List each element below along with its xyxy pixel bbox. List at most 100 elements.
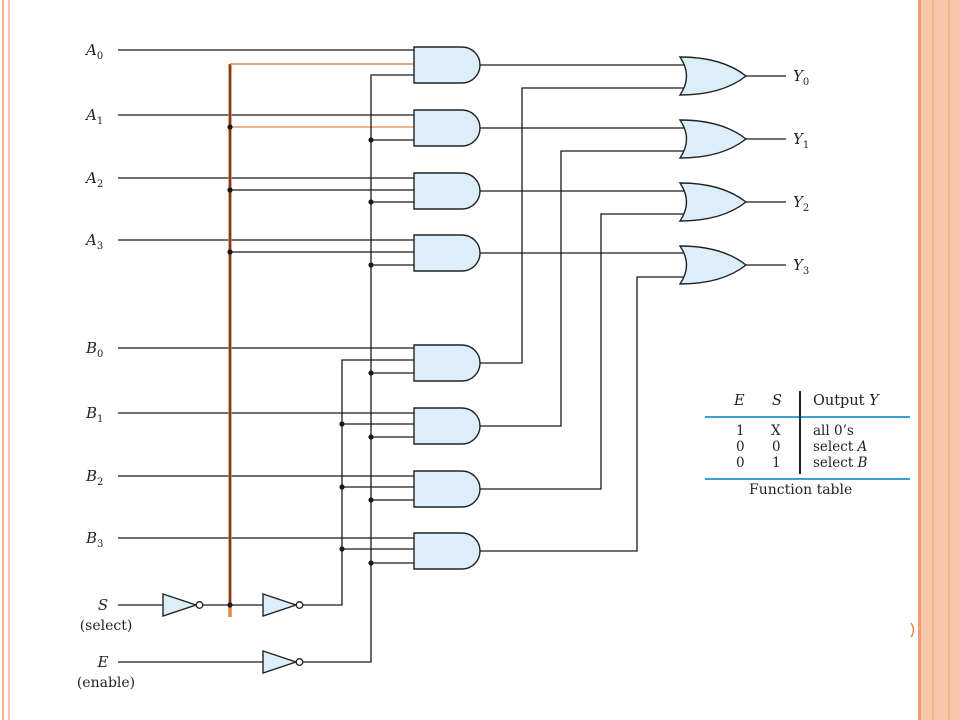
junction-dot <box>339 484 345 490</box>
input-label-a3: A3 <box>84 231 103 252</box>
input-label-a0-letter: A <box>84 41 97 59</box>
enable-not-line <box>303 74 414 663</box>
function-table-rule <box>705 478 910 480</box>
not-gate-bubble <box>195 601 204 609</box>
and-to-or-line <box>480 150 688 427</box>
left-border-line <box>8 0 10 720</box>
enable-label: E <box>97 653 109 671</box>
output-label-y0: Y0 <box>793 67 809 88</box>
left-border-line <box>2 0 4 720</box>
or-gate <box>678 245 748 285</box>
table-cell-output-var: A <box>857 439 868 455</box>
input-label-b0-subscript: 0 <box>97 349 103 360</box>
junction-dot <box>368 262 374 268</box>
input-label-a1-subscript: 1 <box>97 116 103 127</box>
input-label-b2-letter: B <box>85 467 97 485</box>
table-caption: Function table <box>749 482 853 498</box>
input-label-a0: A0 <box>84 41 103 62</box>
output-label-y2: Y2 <box>793 193 809 214</box>
output-label-y1: Y1 <box>793 130 809 151</box>
right-border-line <box>948 0 950 720</box>
output-label-y3-letter: Y <box>793 256 805 274</box>
select-not-line <box>303 359 414 606</box>
table-cell-output-var: B <box>857 455 868 471</box>
input-label-a0-subscript: 0 <box>97 51 103 62</box>
select-note: (select) <box>80 618 133 634</box>
output-label-y0-letter: Y <box>793 67 805 85</box>
input-label-b0-letter: B <box>85 339 97 357</box>
input-label-a2-subscript: 2 <box>97 179 103 190</box>
not-gate <box>262 650 299 674</box>
table-cell-output-text: select <box>813 439 858 455</box>
junction-dot <box>368 497 374 503</box>
output-label-y1-subscript: 1 <box>803 140 809 151</box>
junction-dot <box>368 199 374 205</box>
table-header-e: E <box>734 393 745 409</box>
input-label-a2-letter: A <box>84 169 97 187</box>
table-cell-e: 0 <box>736 439 745 455</box>
junction-dot <box>368 137 374 143</box>
input-label-b0: B0 <box>85 339 103 360</box>
input-label-b3-subscript: 3 <box>97 539 103 550</box>
or-gate <box>678 56 748 96</box>
junction-dot <box>227 249 233 255</box>
input-label-a2: A2 <box>84 169 103 190</box>
output-label-y2-letter: Y <box>793 193 805 211</box>
table-header-s: S <box>772 393 782 409</box>
table-cell-output: select A <box>813 439 867 455</box>
output-label-y0-subscript: 0 <box>803 77 809 88</box>
output-label-y3-subscript: 3 <box>803 266 809 277</box>
junction-dot <box>368 434 374 440</box>
table-cell-output-text: all 0’s <box>813 423 854 439</box>
table-cell-e: 0 <box>736 455 745 471</box>
enable-note: (enable) <box>77 675 135 691</box>
input-label-a1-letter: A <box>84 106 97 124</box>
junction-dot <box>339 546 345 552</box>
not-gate-bubble <box>295 601 304 609</box>
table-cell-s: X <box>771 423 781 439</box>
junction-dot <box>339 421 345 427</box>
and-gate <box>413 234 481 272</box>
table-cell-s: 0 <box>772 439 781 455</box>
junction-dot <box>368 560 374 566</box>
junction-dot <box>368 370 374 376</box>
output-label-y1-letter: Y <box>793 130 805 148</box>
table-cell-s: 1 <box>772 455 781 471</box>
and-gate <box>413 407 481 445</box>
table-cell-output-text: select <box>813 455 858 471</box>
not-gate <box>162 593 199 617</box>
and-gate <box>413 470 481 508</box>
input-label-b1-letter: B <box>85 404 97 422</box>
table-cell-output: select B <box>813 455 867 471</box>
table-header-output: Output Y <box>813 393 879 409</box>
input-label-b1: B1 <box>85 404 103 425</box>
table-cell-output: all 0’s <box>813 423 854 439</box>
junction-dot <box>227 187 233 193</box>
table-header-output-var: Y <box>869 393 879 409</box>
multiplexer-circuit-diagram: Y0Y1Y2Y3A0A1A2A3B0B1B2B3S(select)E(enabl… <box>77 41 915 691</box>
or-gate <box>678 119 748 159</box>
and-to-or-line <box>480 276 688 552</box>
table-cell-e: 1 <box>736 423 745 439</box>
input-label-b3-letter: B <box>85 529 97 547</box>
input-label-a3-subscript: 3 <box>97 241 103 252</box>
or-gate <box>678 182 748 222</box>
input-label-b2: B2 <box>85 467 103 488</box>
and-gate <box>413 172 481 210</box>
input-label-b2-subscript: 2 <box>97 477 103 488</box>
and-to-or-line <box>480 213 688 490</box>
not-gate-bubble <box>295 658 304 666</box>
table-header-output-text: Output <box>813 393 870 409</box>
output-label-y3: Y3 <box>793 256 809 277</box>
output-label-y2-subscript: 2 <box>803 203 809 214</box>
junction-dot <box>227 602 233 608</box>
function-table-divider <box>799 391 801 474</box>
input-label-a3-letter: A <box>84 231 97 249</box>
right-border-line <box>918 0 921 720</box>
and-gate <box>413 109 481 147</box>
junction-dot <box>227 124 233 130</box>
left-border-decoration <box>0 0 14 720</box>
and-to-or-line <box>480 87 688 364</box>
input-label-a1: A1 <box>84 106 103 127</box>
and-gate <box>413 344 481 382</box>
